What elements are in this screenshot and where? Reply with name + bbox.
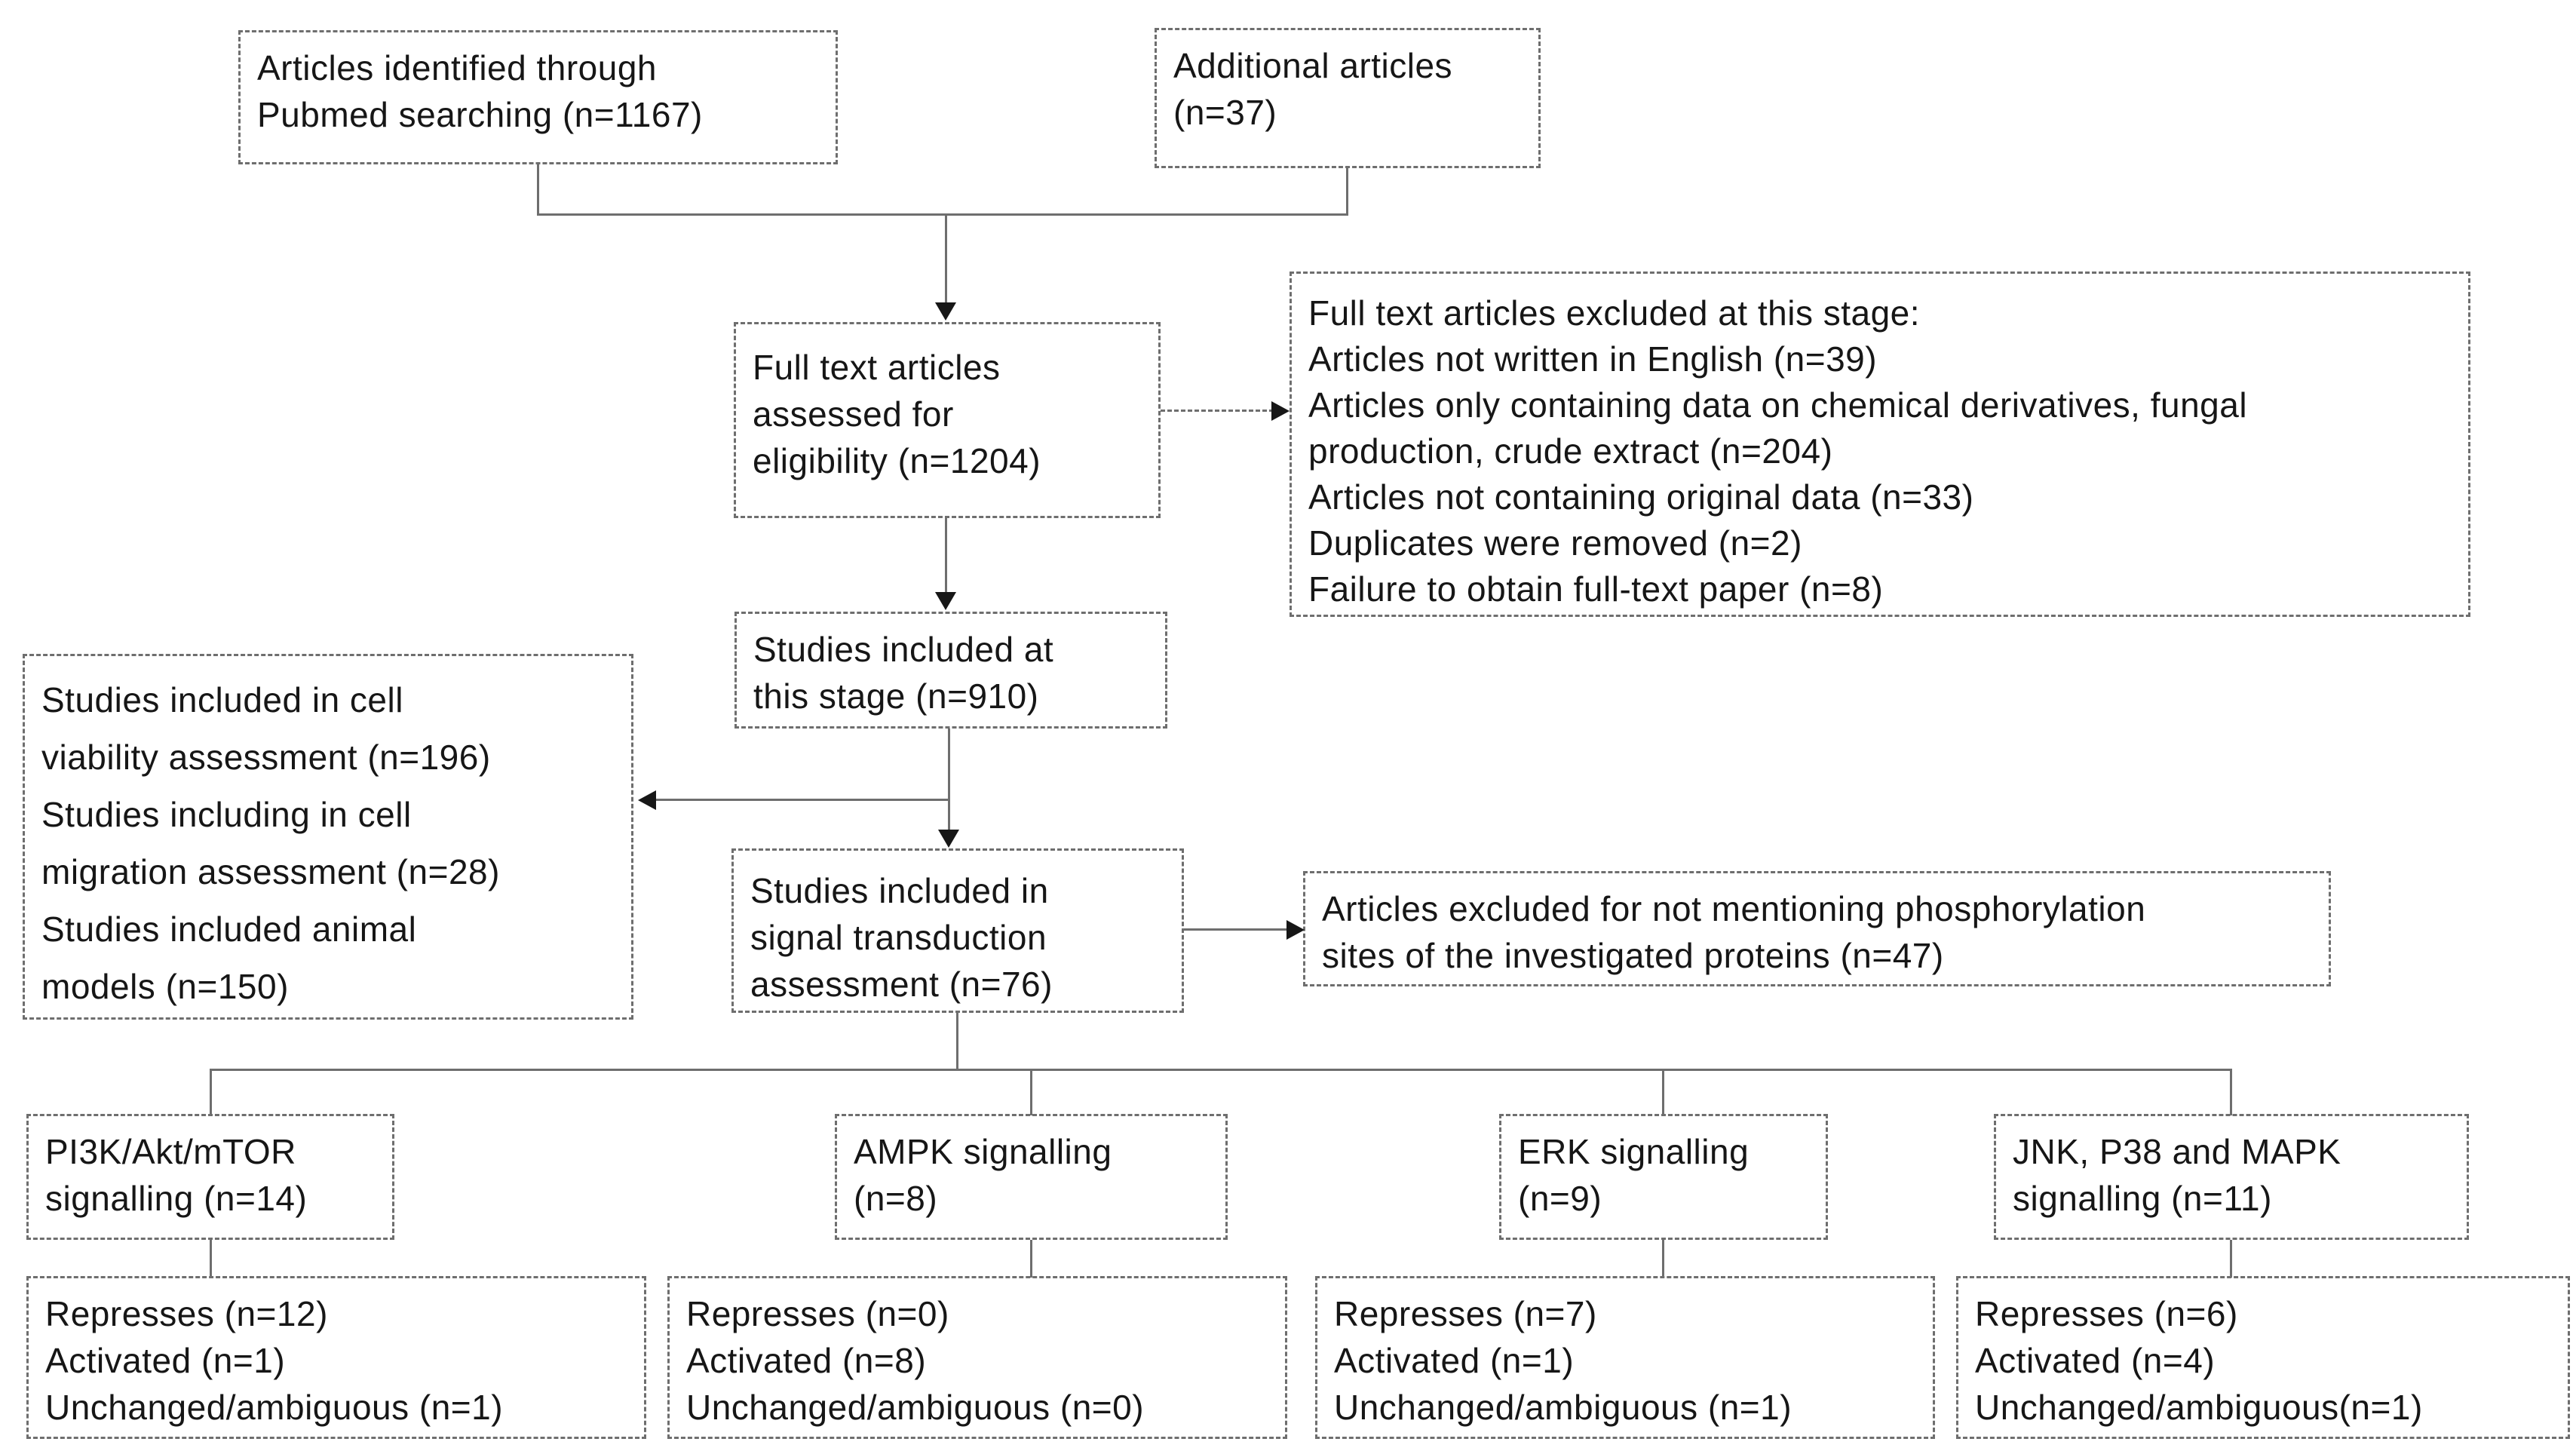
box-excluded-phosphorylation: Articles excluded for not mentioning pho… — [1303, 871, 2331, 986]
box-text-line: viability assessment (n=196) — [41, 738, 491, 777]
connector-drop-jnk — [2230, 1069, 2232, 1115]
box-text-line: Additional articles — [1173, 46, 1453, 85]
box-pi3k-signalling: PI3K/Akt/mTOR signalling (n=14) — [26, 1114, 394, 1240]
box-text-line: (n=8) — [854, 1179, 938, 1218]
box-text-line: signalling (n=11) — [2013, 1179, 2272, 1218]
connector-signal-to-excluded — [1184, 928, 1290, 931]
connector-ampk-results — [1030, 1240, 1032, 1278]
box-text-line: (n=9) — [1518, 1179, 1602, 1218]
box-text-line: AMPK signalling — [854, 1132, 1112, 1171]
box-text-line: PI3K/Akt/mTOR — [45, 1132, 296, 1171]
box-erk-results: Represses (n=7) Activated (n=1) Unchange… — [1315, 1276, 1935, 1439]
connector-merge-rail — [537, 213, 1348, 216]
box-other-assessments: Studies included in cell viability asses… — [23, 654, 633, 1020]
box-text-line: JNK, P38 and MAPK — [2013, 1132, 2341, 1171]
box-text-line: Activated (n=8) — [686, 1341, 927, 1380]
box-ampk-results: Represses (n=0) Activated (n=8) Unchange… — [667, 1276, 1287, 1439]
box-text-line: sites of the investigated proteins (n=47… — [1322, 936, 1944, 975]
box-text-line: Represses (n=0) — [686, 1294, 949, 1333]
connector-signal-down — [956, 1013, 958, 1071]
connector-drop-ampk — [1030, 1069, 1032, 1115]
box-text-line: Articles not written in English (n=39) — [1308, 339, 1878, 379]
arrowhead-right — [1286, 920, 1305, 940]
connector-erk-results — [1662, 1240, 1664, 1278]
box-text-line: assessment (n=76) — [750, 965, 1053, 1004]
box-text-line: Failure to obtain full-text paper (n=8) — [1308, 569, 1884, 609]
box-text-line: Studies included in — [750, 871, 1049, 910]
box-fulltext-excluded: Full text articles excluded at this stag… — [1290, 272, 2470, 617]
box-text-line: Represses (n=12) — [45, 1294, 328, 1333]
box-text-line: Represses (n=6) — [1975, 1294, 2238, 1333]
arrowhead-right — [1271, 401, 1290, 421]
box-text-line: this stage (n=910) — [753, 676, 1039, 716]
connector-merge-to-fulltext — [945, 213, 947, 305]
box-text-line: Unchanged/ambiguous (n=1) — [45, 1388, 504, 1427]
box-text-line: Represses (n=7) — [1334, 1294, 1597, 1333]
box-text-line: Unchanged/ambiguous(n=1) — [1975, 1388, 2423, 1427]
arrowhead-left — [638, 790, 656, 810]
box-text-line: Articles not containing original data (n… — [1308, 477, 1974, 517]
box-text-line: Unchanged/ambiguous (n=0) — [686, 1388, 1145, 1427]
connector-drop-pi3k — [210, 1069, 212, 1115]
connector-pi3k-results — [210, 1240, 212, 1278]
box-text-line: Duplicates were removed (n=2) — [1308, 523, 1802, 563]
connector-branch-rail — [210, 1069, 2232, 1071]
arrowhead-down — [938, 830, 959, 848]
connector-fulltext-to-stage — [945, 518, 947, 594]
box-text-line: signalling (n=14) — [45, 1179, 308, 1218]
box-text-line: Unchanged/ambiguous (n=1) — [1334, 1388, 1792, 1427]
box-additional-articles: Additional articles (n=37) — [1155, 28, 1541, 168]
box-articles-identified: Articles identified through Pubmed searc… — [238, 30, 838, 164]
connector-stage-to-signal — [948, 729, 950, 833]
box-fulltext-assessed: Full text articles assessed for eligibil… — [734, 322, 1161, 518]
box-text-line: eligibility (n=1204) — [753, 441, 1041, 480]
connector-branch-left — [656, 799, 950, 801]
box-text-line: Articles only containing data on chemica… — [1308, 385, 2248, 425]
box-text-line: Studies included at — [753, 630, 1054, 669]
box-text-line: production, crude extract (n=204) — [1308, 431, 1833, 471]
box-erk-signalling: ERK signalling (n=9) — [1499, 1114, 1828, 1240]
box-text-line: Activated (n=4) — [1975, 1341, 2216, 1380]
box-text-line: Activated (n=1) — [1334, 1341, 1575, 1380]
box-text-line: Articles identified through — [257, 48, 658, 87]
arrowhead-down — [935, 302, 956, 321]
arrowhead-down — [935, 592, 956, 610]
connector-identified-down — [537, 164, 539, 216]
box-text-line: Studies included animal — [41, 910, 417, 949]
box-jnk-p38-mapk-signalling: JNK, P38 and MAPK signalling (n=11) — [1994, 1114, 2469, 1240]
connector-fulltext-to-excluded — [1161, 410, 1274, 412]
box-pi3k-results: Represses (n=12) Activated (n=1) Unchang… — [26, 1276, 646, 1439]
box-text-line: migration assessment (n=28) — [41, 852, 500, 891]
box-text-line: signal transduction — [750, 918, 1047, 957]
box-studies-included-stage: Studies included at this stage (n=910) — [734, 612, 1167, 729]
box-text-line: Full text articles excluded at this stag… — [1308, 293, 1921, 333]
box-text-line: Studies including in cell — [41, 795, 412, 834]
box-signal-transduction: Studies included in signal transduction … — [731, 848, 1184, 1013]
connector-additional-down — [1346, 168, 1348, 216]
box-text-line: Pubmed searching (n=1167) — [257, 95, 703, 134]
box-text-line: models (n=150) — [41, 967, 289, 1006]
box-ampk-signalling: AMPK signalling (n=8) — [835, 1114, 1228, 1240]
connector-drop-erk — [1662, 1069, 1664, 1115]
box-text-line: Studies included in cell — [41, 680, 403, 719]
box-text-line: (n=37) — [1173, 93, 1277, 132]
box-text-line: assessed for — [753, 394, 954, 434]
connector-jnk-results — [2230, 1240, 2232, 1278]
box-text-line: Articles excluded for not mentioning pho… — [1322, 889, 2146, 928]
box-jnk-results: Represses (n=6) Activated (n=4) Unchange… — [1956, 1276, 2570, 1439]
box-text-line: Full text articles — [753, 348, 1001, 387]
box-text-line: ERK signalling — [1518, 1132, 1750, 1171]
box-text-line: Activated (n=1) — [45, 1341, 286, 1380]
